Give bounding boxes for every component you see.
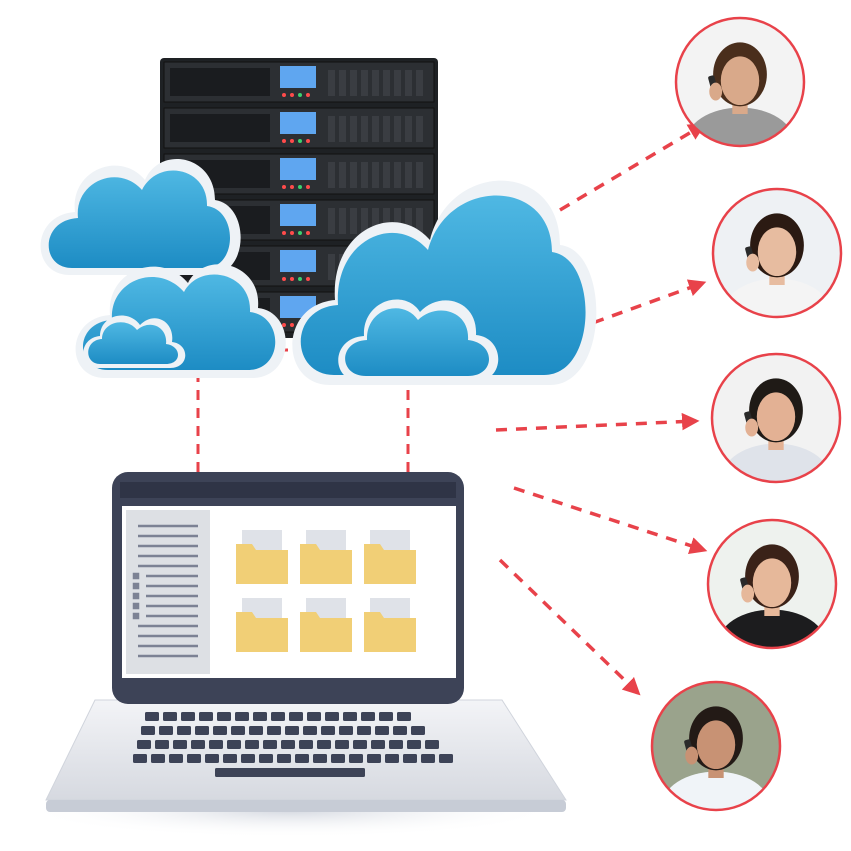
key: [407, 740, 421, 749]
key: [151, 754, 165, 763]
key: [353, 740, 367, 749]
arrow-to-contact-1: [559, 123, 707, 212]
key: [421, 754, 435, 763]
key: [245, 740, 259, 749]
key: [299, 740, 313, 749]
key: [331, 754, 345, 763]
key: [191, 740, 205, 749]
key: [361, 712, 375, 721]
key: [137, 740, 151, 749]
key: [263, 740, 277, 749]
key: [267, 726, 281, 735]
screen-sidebar: [126, 510, 210, 674]
key: [397, 712, 411, 721]
key: [411, 726, 425, 735]
key: [173, 740, 187, 749]
key: [187, 754, 201, 763]
key: [249, 726, 263, 735]
key: [271, 712, 285, 721]
cloud-icon-left-front: [75, 264, 286, 378]
key: [307, 712, 321, 721]
person-on-phone-icon: [706, 518, 838, 650]
contacts: [650, 16, 843, 812]
key: [371, 740, 385, 749]
key: [205, 754, 219, 763]
server-unit: [163, 153, 435, 195]
key: [325, 712, 339, 721]
person-on-phone-icon: [650, 680, 782, 812]
key: [289, 712, 303, 721]
key: [379, 712, 393, 721]
key: [403, 754, 417, 763]
key: [253, 712, 267, 721]
key: [259, 754, 273, 763]
key: [241, 754, 255, 763]
key: [393, 726, 407, 735]
call-arrows: [495, 123, 708, 696]
key: [209, 740, 223, 749]
key: [349, 754, 363, 763]
key: [281, 740, 295, 749]
folder-icon: [300, 598, 352, 652]
person-on-phone-icon: [674, 16, 806, 148]
key: [223, 754, 237, 763]
person-on-phone-icon: [711, 187, 843, 319]
key: [213, 726, 227, 735]
spacebar: [215, 768, 365, 777]
key: [163, 712, 177, 721]
key: [155, 740, 169, 749]
key: [385, 754, 399, 763]
key: [389, 740, 403, 749]
key: [313, 754, 327, 763]
folder-icon: [364, 598, 416, 652]
key: [303, 726, 317, 735]
screen-sidebar-lines: [132, 524, 198, 658]
key: [367, 754, 381, 763]
key: [199, 712, 213, 721]
person-on-phone-icon: [710, 352, 842, 484]
key: [375, 726, 389, 735]
folder-icon: [364, 530, 416, 584]
key: [277, 754, 291, 763]
key: [425, 740, 439, 749]
key: [321, 726, 335, 735]
laptop-icon: [45, 472, 567, 812]
key: [145, 712, 159, 721]
key: [235, 712, 249, 721]
key: [231, 726, 245, 735]
cloud-icon-left-back: [40, 158, 241, 275]
key: [133, 754, 147, 763]
keyboard: [133, 712, 453, 777]
arrow-to-contact-4: [513, 486, 708, 554]
folder-icon: [236, 598, 288, 652]
key: [217, 712, 231, 721]
arrow-to-contact-5: [498, 558, 641, 696]
screen-folders: [236, 530, 416, 652]
key: [227, 740, 241, 749]
key: [195, 726, 209, 735]
key: [295, 754, 309, 763]
key: [343, 712, 357, 721]
folder-icon: [300, 530, 352, 584]
key: [141, 726, 155, 735]
key: [169, 754, 183, 763]
server-unit: [163, 107, 435, 149]
arrow-to-contact-2: [517, 279, 707, 352]
key: [439, 754, 453, 763]
folder-icon: [236, 530, 288, 584]
server-unit: [163, 61, 435, 103]
arrow-to-contact-3: [495, 412, 700, 432]
key: [357, 726, 371, 735]
key: [177, 726, 191, 735]
key: [285, 726, 299, 735]
key: [181, 712, 195, 721]
key: [159, 726, 173, 735]
key: [335, 740, 349, 749]
key: [339, 726, 353, 735]
cloud-icon-right: [292, 180, 597, 385]
key: [317, 740, 331, 749]
